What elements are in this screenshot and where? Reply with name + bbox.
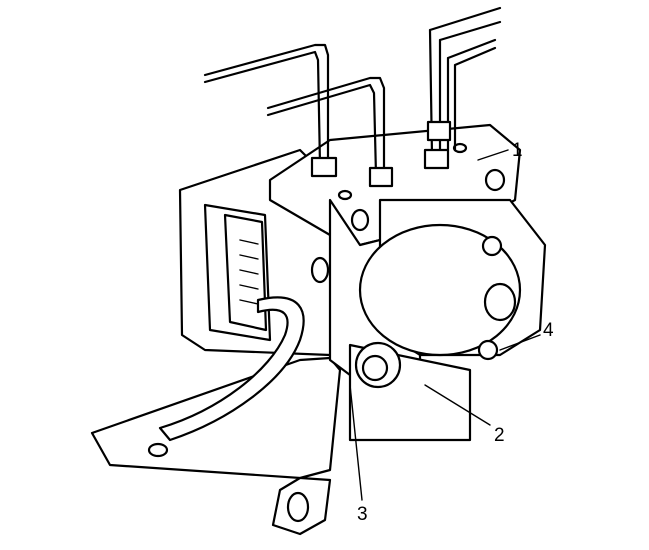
wiring-harness [158,296,305,442]
callout-leaders [349,149,541,501]
pump-motor [358,198,547,361]
callout-2: 2 [494,425,505,446]
callout-4: 4 [543,320,554,341]
damper [354,341,402,389]
callout-3: 3 [357,504,368,525]
brake-lines [203,6,502,188]
callout-1: 1 [512,140,523,161]
electrical-connector [203,203,272,342]
